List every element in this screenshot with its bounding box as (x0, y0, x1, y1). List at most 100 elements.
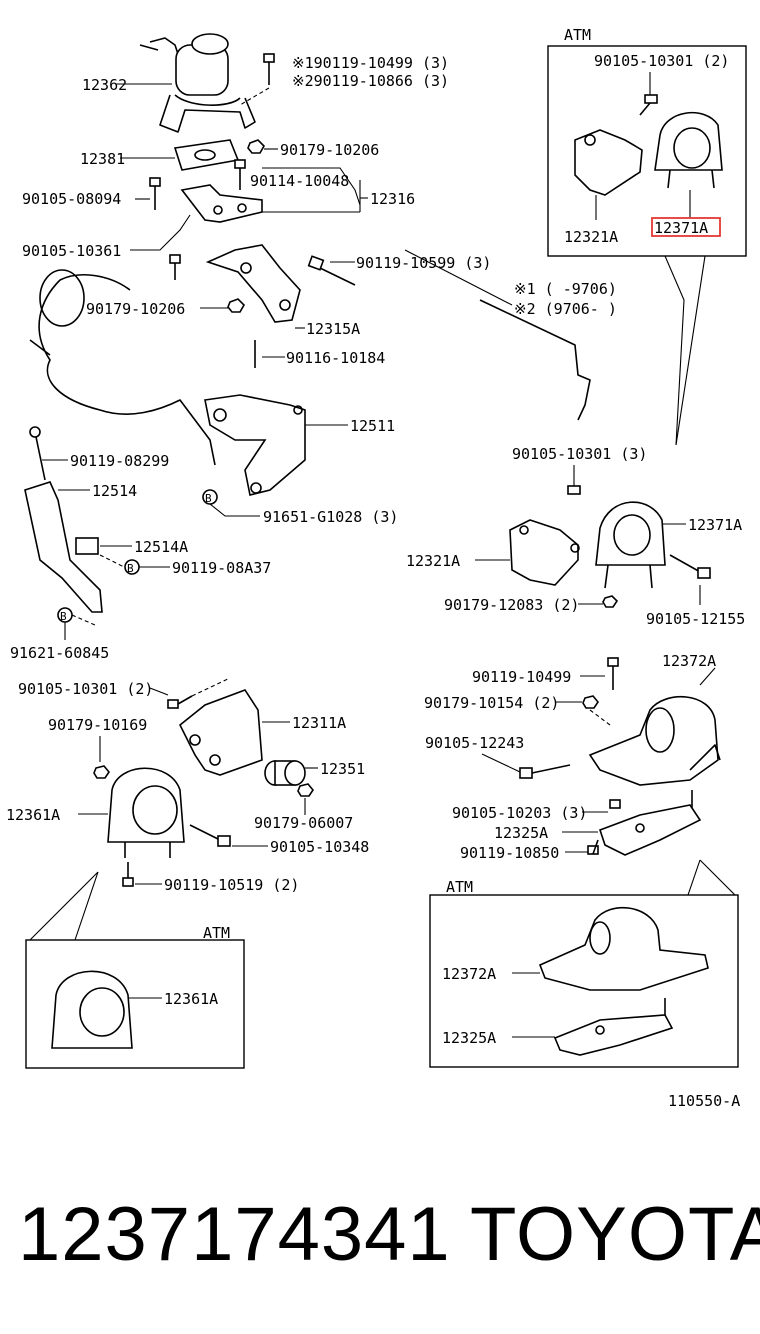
label-12514A: 12514A (134, 538, 188, 556)
marker-b-3-text: B (60, 610, 67, 623)
atm-inset-lower-left (25, 939, 245, 1069)
label-90105-10348: 90105-10348 (270, 838, 369, 856)
part-12371A (595, 501, 666, 589)
label-90119-10599: 90119-10599 (3) (356, 254, 491, 272)
part-12311A-bracket (178, 689, 263, 776)
label-atm-lower-left: ATM (203, 924, 230, 942)
label-12321A: 12321A (406, 552, 460, 570)
bolt-90119-10499 (607, 657, 619, 690)
part-12325A-bracket (598, 790, 702, 856)
part-12361A-mount (107, 767, 185, 858)
bolt-90119-10519 (122, 862, 134, 887)
label-12511: 12511 (350, 417, 395, 435)
label-90179-10206-a: 90179-10206 (280, 141, 379, 159)
label-190119: ※190119-10499 (3) (292, 54, 449, 72)
highlight-12371A (651, 217, 721, 237)
label-90179-06007: 90179-06007 (254, 814, 353, 832)
bolt-190119 (263, 53, 275, 85)
label-12311A: 12311A (292, 714, 346, 732)
footer: 1237174341 TOYOTA (0, 1190, 760, 1280)
label-90114: 90114-10048 (250, 172, 349, 190)
label-290119: ※290119-10866 (3) (292, 72, 449, 90)
bolt-90105-10348 (189, 824, 231, 847)
label-90179-10169: 90179-10169 (48, 716, 147, 734)
part-number: 1237174341 (18, 1192, 451, 1277)
label-90105-12155: 90105-12155 (646, 610, 745, 628)
nut-90179-06007 (297, 783, 314, 797)
part-12514A (75, 537, 99, 555)
part-12316-bracket (180, 184, 263, 223)
label-atm-12361A: 12361A (164, 990, 218, 1008)
atm-part-12361A-mount (51, 970, 133, 1049)
part-12351-bushing (264, 760, 306, 786)
label-90105-12243: 90105-12243 (425, 734, 524, 752)
label-atm-lower-right: ATM (446, 878, 473, 896)
label-12362: 12362 (82, 76, 127, 94)
label-star1: ※1 ( -9706) (514, 280, 617, 298)
label-12371A: 12371A (688, 516, 742, 534)
atm-part-12372A-mount (538, 906, 709, 991)
part-12511-bracket (204, 394, 306, 496)
bolt-90119-10850 (587, 839, 599, 855)
bolt-90114 (234, 159, 246, 169)
nut-90179-10169 (93, 765, 110, 779)
part-12321A (509, 519, 580, 586)
atm-bolt-90105-10301 (639, 94, 658, 116)
engine-block-outline (29, 274, 591, 466)
nut-90179-10206-top (247, 139, 265, 154)
bolt-90105-12155 (669, 554, 711, 579)
atm-inset-lower-right (429, 894, 739, 1068)
bolt-90119-08299 (34, 431, 46, 481)
bolt-90105-10203 (609, 799, 621, 809)
label-12351: 12351 (320, 760, 365, 778)
label-90179-10154: 90179-10154 (2) (424, 694, 559, 712)
label-atm-12371A: 12371A (654, 219, 708, 237)
label-90105-10301-3: 90105-10301 (3) (512, 445, 647, 463)
atm-inset-top (547, 45, 747, 257)
engine-mount-parts-diagram: 12362 ※190119-10499 (3) ※290119-10866 (3… (6, 26, 747, 1110)
brand-name: TOYOTA (470, 1192, 760, 1277)
nut-90179-12083 (602, 595, 619, 608)
label-90105-10361: 90105-10361 (22, 242, 121, 260)
diagram-ref-code: 110550-A (668, 1092, 740, 1110)
label-12325A: 12325A (494, 824, 548, 842)
label-12361A: 12361A (6, 806, 60, 824)
label-12381: 12381 (80, 150, 125, 168)
label-90179-12083: 90179-12083 (2) (444, 596, 579, 614)
engine-cover-round (39, 269, 85, 327)
label-90119-10850: 90119-10850 (460, 844, 559, 862)
part-12381-bracket (173, 139, 240, 171)
label-90119-10519: 90119-10519 (2) (164, 876, 299, 894)
label-12372A: 12372A (662, 652, 716, 670)
label-atm-90105-10301: 90105-10301 (2) (594, 52, 729, 70)
label-atm-12325A: 12325A (442, 1029, 496, 1047)
label-90116: 90116-10184 (286, 349, 385, 367)
label-12514: 12514 (92, 482, 137, 500)
part-12372A-mount (588, 696, 721, 786)
label-atm-top: ATM (564, 26, 591, 44)
bolt-90119-10599 (307, 255, 356, 286)
label-90119-08299: 90119-08299 (70, 452, 169, 470)
part-12315A-bracket (205, 244, 301, 323)
label-atm-12372A: 12372A (442, 965, 496, 983)
label-90179-10206-b: 90179-10206 (86, 300, 185, 318)
label-12315A: 12315A (306, 320, 360, 338)
atm-part-12321A (574, 129, 643, 196)
label-90119-10499: 90119-10499 (472, 668, 571, 686)
label-90105-08094: 90105-08094 (22, 190, 121, 208)
label-91651: 91651-G1028 (3) (263, 508, 398, 526)
bolt-90105-10301-3 (567, 485, 581, 495)
label-star2: ※2 (9706- ) (514, 300, 617, 318)
label-90119-08A37: 90119-08A37 (172, 559, 271, 577)
label-90105-10301-2: 90105-10301 (2) (18, 680, 153, 698)
bolt-90105-12243 (519, 764, 571, 779)
atm-part-12371A (654, 111, 723, 189)
bolt-90105-08094 (149, 177, 161, 187)
label-atm-12321A: 12321A (564, 228, 618, 246)
marker-b-1-text: B (127, 562, 134, 575)
part-12514-arm (24, 481, 103, 613)
nut-90179-10206-b (227, 298, 245, 313)
label-91621: 91621-60845 (10, 644, 109, 662)
nut-90179-10154 (582, 695, 599, 709)
label-12316: 12316 (370, 190, 415, 208)
